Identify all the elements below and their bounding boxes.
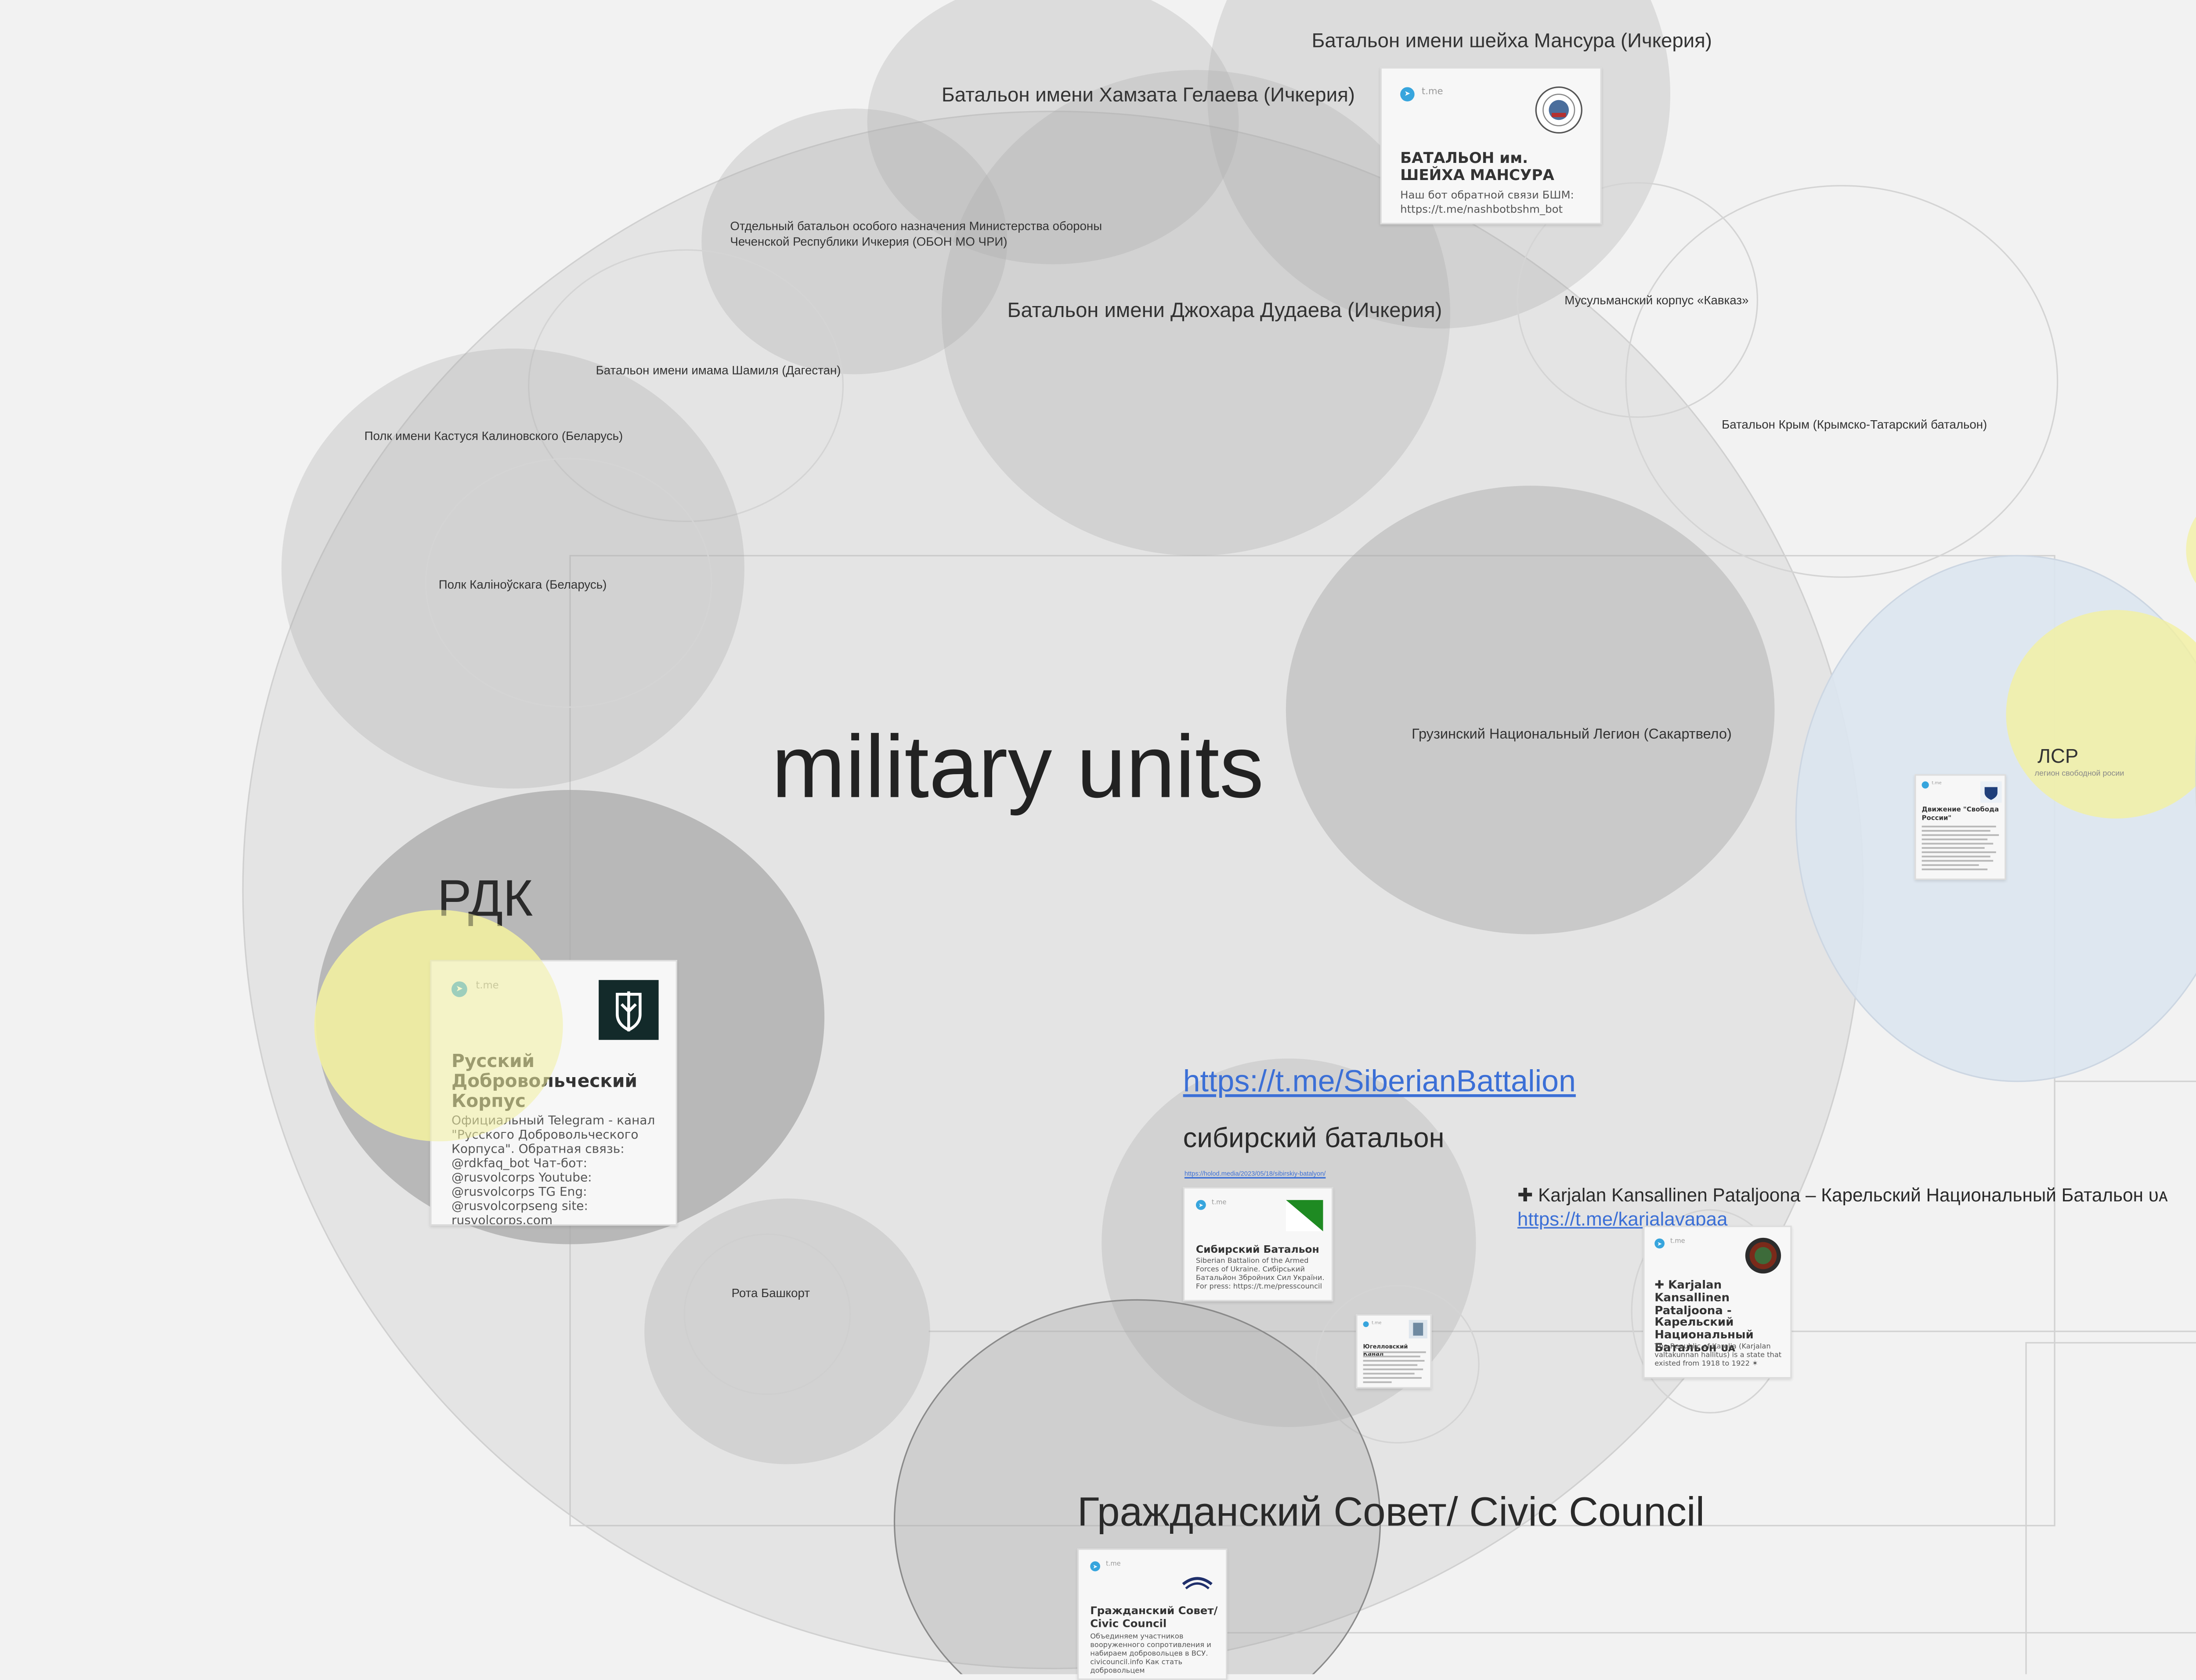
lsr-top-circle[interactable]: [2186, 493, 2196, 607]
card-description: Наш бот обратной связи БШМ: https://t.me…: [1400, 188, 1593, 216]
card-source: t.me: [1212, 1200, 1227, 1207]
svoboda-logo-icon: [1980, 782, 2002, 803]
frame-right: [2026, 1343, 2196, 1674]
civic-heading: Гражданский Совет/ Civic Council: [1077, 1490, 1705, 1537]
telegram-icon: ➤: [1400, 87, 1415, 101]
card-source: t.me: [1106, 1561, 1121, 1568]
card-title: Русский Добровольческий Корпус: [451, 1051, 666, 1111]
civic-logo-icon: [1181, 1568, 1213, 1591]
telegram-icon: [1363, 1321, 1369, 1327]
karelian-emblem-icon: [1745, 1237, 1782, 1274]
rdk-card[interactable]: ➤ t.me Русский Добровольческий Корпус Оф…: [430, 960, 677, 1226]
card-text-lines: [1363, 1352, 1427, 1386]
yugel-card[interactable]: t.me Югелловский Канал: [1356, 1314, 1431, 1388]
siberian-heading: сибирский батальон: [1183, 1123, 1445, 1156]
card-title: БАТАЛЬОН им. ШЕЙХА МАНСУРА: [1400, 150, 1593, 184]
shamil-label: Батальон имени имама Шамиля (Дагестан): [596, 363, 841, 377]
kavkaz-label: Мусульманский корпус «Кавказ»: [1564, 293, 1748, 307]
bashkort-label: Рота Башкорт: [732, 1286, 810, 1300]
svoboda-card[interactable]: t.me Движение "Свобода России": [1914, 774, 2006, 880]
lsr-label: ЛСР: [2037, 744, 2078, 767]
kalinouski-label: Полк Каліноўскага (Беларусь): [439, 577, 607, 591]
georgian-circle[interactable]: [1286, 486, 1775, 934]
kalinovsky-label: Полк имени Кастуся Калиновского (Беларус…: [365, 429, 623, 443]
telegram-icon: ➤: [1196, 1200, 1206, 1210]
telegram-icon: ➤: [451, 981, 467, 997]
dudaev-label: Батальон имени Джохара Дудаева (Ичкерия): [1008, 300, 1442, 323]
telegram-icon: ➤: [1654, 1239, 1665, 1249]
card-text-lines: [1922, 826, 2002, 877]
karelian-card[interactable]: ➤ t.me ✚ Karjalan Kansallinen Pataljoona…: [1643, 1226, 1791, 1378]
karelian-heading: ✚ Karjalan Kansallinen Pataljoona – Каре…: [1517, 1184, 2168, 1207]
telegram-icon: [1922, 782, 1929, 789]
siberian-small-link[interactable]: https://holod.media/2023/05/18/sibirskiy…: [1185, 1170, 1326, 1177]
mansur-emblem-icon: [1535, 86, 1583, 134]
card-title: Движение "Свобода России": [1922, 807, 2002, 823]
card-description: Siberian Battalion of the Armed Forces o…: [1196, 1257, 1327, 1291]
kalinovsky-circle[interactable]: [282, 349, 744, 789]
card-source: t.me: [1932, 780, 1941, 786]
card-description: Официальный Telegram - канал "Русского Д…: [451, 1114, 666, 1226]
rdk-label: РДК: [437, 869, 533, 929]
gelaev-label: Батальон имени Хамзата Гелаева (Ичкерия): [942, 83, 1355, 106]
siberian-flag-icon: [1286, 1200, 1323, 1232]
civic-card[interactable]: ➤ t.me Гражданский Совет/ Civic Council …: [1077, 1548, 1228, 1680]
yugel-logo-icon: [1409, 1320, 1427, 1338]
card-source: t.me: [1670, 1239, 1685, 1246]
mansur-card[interactable]: ➤ t.me БАТАЛЬОН им. ШЕЙХА МАНСУРА Наш бо…: [1380, 67, 1602, 224]
card-description: Объединяем участников вооруженного сопро…: [1090, 1633, 1219, 1676]
siberian-link[interactable]: https://t.me/SiberianBattalion: [1183, 1064, 1576, 1100]
card-title: Гражданский Совет/ Civic Council: [1090, 1604, 1221, 1630]
telegram-icon: ➤: [1090, 1561, 1100, 1572]
card-title: Сибирский Батальон: [1196, 1243, 1319, 1255]
bashkort-circle[interactable]: [644, 1198, 930, 1464]
georgian-label: Грузинский Национальный Легион (Сакартве…: [1412, 727, 1732, 743]
siberian-card[interactable]: ➤ t.me Сибирский Батальон Siberian Batta…: [1183, 1187, 1333, 1301]
board-title: military units: [772, 717, 1264, 818]
rdk-logo-icon: [599, 980, 659, 1040]
lsr-sub-label: легион свободной росии: [2035, 770, 2124, 779]
card-source: t.me: [1422, 86, 1443, 97]
card-description: The Republic of Karelia (Karjalan valtak…: [1654, 1343, 1786, 1369]
card-source: t.me: [476, 980, 498, 991]
obon-label: Отдельный батальон особого назначения Ми…: [730, 219, 1159, 250]
krym-label: Батальон Крым (Крымско-Татарский батальо…: [1722, 417, 1987, 432]
mansur-label: Батальон имени шейха Мансура (Ичкерия): [1311, 29, 1712, 51]
card-source: t.me: [1372, 1320, 1381, 1326]
